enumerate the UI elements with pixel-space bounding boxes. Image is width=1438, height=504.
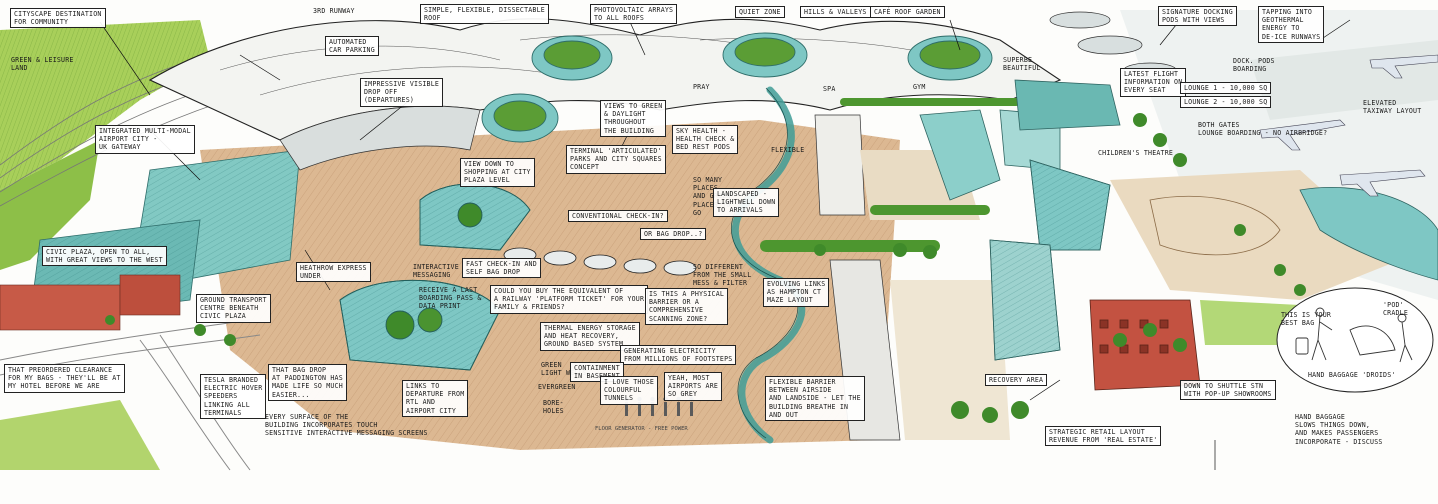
label-bore-holes: Bore- holes: [543, 399, 564, 416]
label-heathrow-express: Heathrow express under: [296, 262, 371, 283]
label-superb-beautiful: Superbe beautiful: [1003, 56, 1041, 73]
label-civic-plaza: Civic plaza, open to all, with great vie…: [42, 246, 167, 267]
green-bottom-left: [0, 400, 160, 470]
label-evergreen: Evergreen: [538, 383, 576, 391]
label-cafe-roof: Café roof garden: [870, 6, 945, 19]
label-view-shopping: View down to shopping at city plaza leve…: [460, 158, 535, 187]
label-multi-modal: Integrated multi-modal airport city - UK…: [95, 125, 195, 154]
label-flexible: Flexible: [771, 146, 805, 154]
brick-buildings-left: [0, 274, 181, 331]
label-spa: Spa: [823, 85, 836, 93]
roof-gardens: [481, 32, 993, 143]
label-hand-baggage-slows: Hand baggage slows things down, and make…: [1295, 413, 1383, 446]
label-landscaped: Landscaped - lightwell down to arrivals: [713, 188, 780, 217]
label-hand-baggage-droids: Hand baggage 'droids': [1308, 371, 1396, 379]
label-pray: Pray: [693, 83, 710, 91]
label-receive-pass: Receive a last boarding pass & data prin…: [419, 286, 482, 311]
label-floor-generator: Floor generator - free power: [595, 426, 688, 432]
label-sky-health: Sky health - health check & bed rest pod…: [672, 125, 739, 154]
label-recovery-area: Recovery area: [985, 374, 1048, 387]
hand-baggage-bubble: [1276, 287, 1434, 393]
brick-block-right: [1089, 299, 1201, 391]
label-green-leisure: Green & leisure land: [11, 56, 74, 73]
label-theatre: Children's theatre: [1098, 149, 1174, 157]
label-so-different: So different from the small mess & filte…: [693, 263, 752, 288]
label-geothermal: Tapping into geothermal energy to de-ice…: [1258, 6, 1325, 43]
aircraft: [1259, 54, 1438, 197]
label-gym: Gym: [913, 83, 926, 91]
label-lounge-1: Lounge 1 - 10,000 sq: [1180, 82, 1272, 95]
label-ground-transport: Ground transport centre beneath civic pl…: [196, 294, 271, 323]
label-flight-info: Latest flight information on every seat: [1120, 68, 1187, 97]
label-shuttle: Down to shuttle stn with pop-up showroom…: [1180, 380, 1276, 401]
right-terminal-buildings: [919, 79, 1121, 361]
label-conventional-checkin: Conventional check-in?: [568, 210, 668, 223]
label-every-surface: Every surface of the building incorporat…: [265, 413, 428, 438]
trees: [105, 113, 1306, 423]
label-third-runway: 3rd runway: [313, 7, 355, 15]
label-impressive-drop: Impressive visible drop off (departures): [360, 78, 444, 107]
label-flexible-barrier: Flexible barrier between airside and lan…: [765, 376, 865, 422]
label-lounge-2: Lounge 2 - 10,000 sq: [1180, 96, 1272, 109]
label-hills-valleys: Hills & valleys: [800, 6, 871, 19]
label-cityscape: Cityscape destination for community: [10, 8, 106, 29]
label-simple-roof: Simple, flexible, dissectable roof: [420, 4, 549, 25]
label-photovoltaic: Photovoltaic arrays to all roofs: [590, 4, 678, 25]
label-preordered: That preordered clearance for my bags - …: [4, 364, 125, 393]
label-generating: Generating electricity from millions of …: [620, 345, 737, 366]
label-interactive-messaging: Interactive messaging: [413, 263, 459, 280]
label-platform-ticket: Could you buy the equivalent of a railwa…: [490, 285, 649, 314]
label-paddington: That bag drop at Paddington has made lif…: [268, 364, 347, 401]
label-terminal-parks: Terminal 'articulated' parks and city sq…: [566, 145, 666, 174]
label-elevated-taxiway: Elevated taxiway layout: [1363, 99, 1422, 116]
label-evolving-links: Evolving links as Hampton Ct maze layout: [763, 278, 830, 307]
label-docking-pods-sign: Dock. pods boarding: [1233, 57, 1275, 74]
label-yeah-most: Yeah, most airports are so grey: [664, 372, 723, 401]
label-automated-parking: Automated car parking: [325, 36, 379, 57]
label-quiet-zone: Quiet zone: [735, 6, 785, 19]
label-bag-lounge: Both gates lounge boarding - no airbridg…: [1198, 121, 1328, 138]
label-physical-barrier: Is this a physical barrier or a comprehe…: [645, 288, 729, 325]
label-views-green: Views to green & daylight throughout the…: [600, 100, 667, 137]
plaza-glass-pods: [339, 183, 531, 371]
label-pod-cradle: 'Pod' cradle: [1383, 301, 1409, 318]
label-links-departure: Links to departure from RTL and airport …: [402, 380, 469, 417]
label-tesla: Tesla branded electric hover speeders li…: [200, 374, 267, 420]
airside-boulevard: [814, 114, 1010, 441]
label-signature-docking: Signature docking pods with views: [1158, 6, 1237, 27]
label-fast-checkin: Fast check-in and self bag drop: [462, 258, 541, 279]
label-love-colourful: I love those colourful tunnels: [600, 376, 659, 405]
label-this-is-bag: This is your best bag: [1281, 311, 1332, 328]
label-thermal-energy: Thermal energy storage and heat recovery…: [540, 322, 640, 351]
label-strategic-retail: Strategic retail layout revenue from 're…: [1045, 426, 1162, 447]
green-landscape-left: [0, 20, 210, 270]
label-bag-drop: Or bag drop..?: [640, 228, 707, 241]
